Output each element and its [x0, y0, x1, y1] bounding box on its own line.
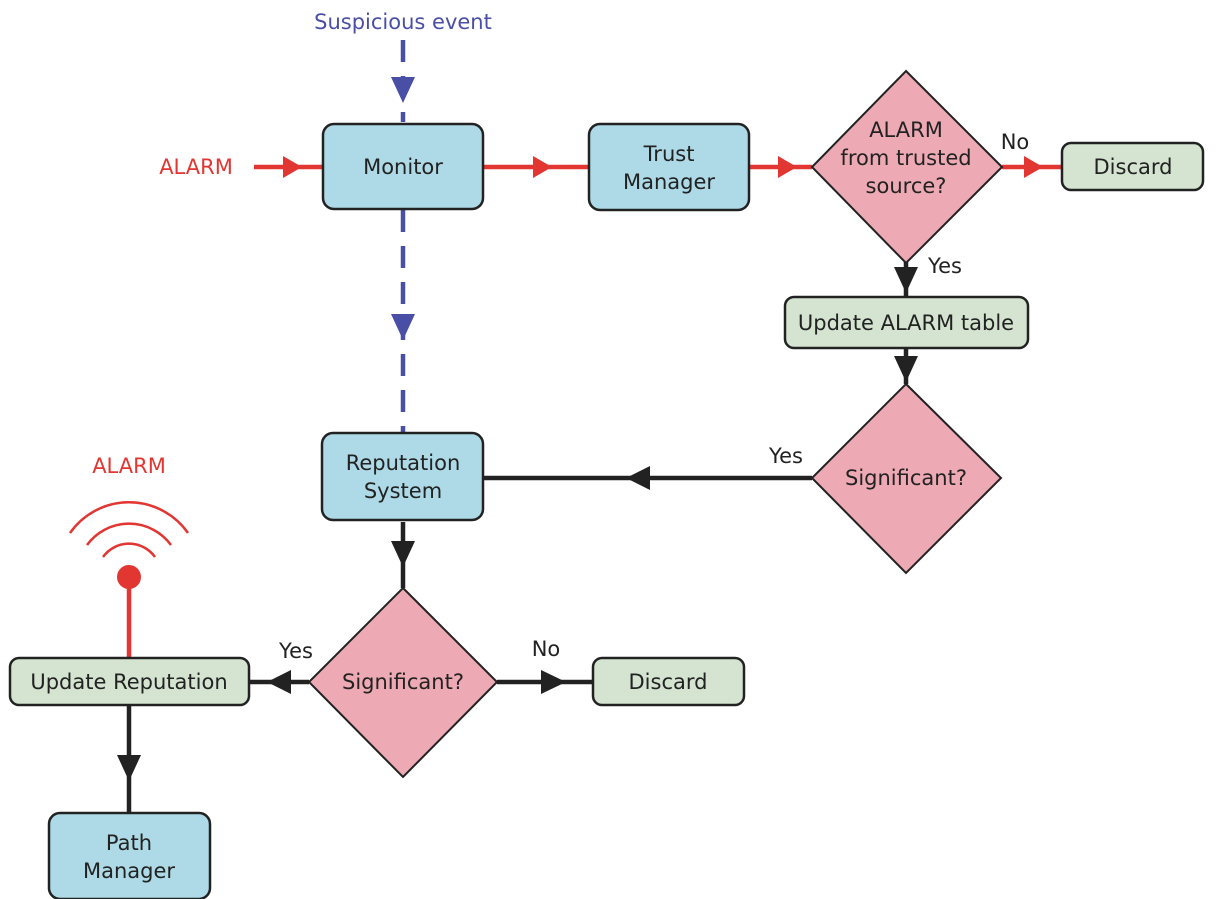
alarm-to-monitor-arrowhead	[283, 156, 302, 178]
significant-to-reputation-arrowhead	[626, 466, 650, 490]
alarm-wave-outer	[68, 501, 190, 534]
edge-label-significant2-yes: Yes	[278, 639, 313, 663]
alarm-beacon-icon	[68, 501, 190, 589]
reputation-system-node: Reputation System	[320, 431, 485, 522]
update-reputation-node: Update Reputation	[8, 656, 251, 707]
suspicious-event-label: Suspicious event	[314, 10, 492, 34]
decision-trusted-label-line3: source?	[866, 174, 947, 198]
monitor-label: Monitor	[363, 155, 443, 179]
discard-top-label: Discard	[1094, 155, 1173, 179]
monitor-node: Monitor	[321, 122, 485, 211]
decision-significant-1-label: Significant?	[845, 466, 967, 490]
path-manager-label-line1: Path	[106, 831, 152, 855]
update-reputation-label: Update Reputation	[30, 670, 227, 694]
path-manager-node: Path Manager	[47, 811, 212, 899]
reputation-system-label-line2: System	[364, 479, 442, 503]
update-alarm-table-label: Update ALARM table	[798, 311, 1014, 335]
decision-to-update-table-arrowhead	[894, 267, 918, 293]
alarm-beacon-dot	[117, 565, 141, 589]
edge-label-significant1-yes: Yes	[768, 444, 803, 468]
decision-significant-1-node: Significant?	[810, 382, 1003, 575]
update-reputation-to-path-arrowhead	[117, 755, 141, 781]
decision-to-discard-arrowhead	[1024, 156, 1043, 178]
significant2-to-update-reputation-arrowhead	[267, 670, 291, 694]
edge-label-significant2-no: No	[532, 637, 561, 661]
decision-significant-2-node: Significant?	[307, 586, 499, 779]
monitor-to-trust-arrowhead	[533, 156, 552, 178]
monitor-to-reputation-arrowhead	[391, 314, 415, 340]
update-table-to-significant-arrowhead	[894, 356, 918, 382]
edge-label-trusted-no: No	[1001, 130, 1030, 154]
alarm-beacon-label: ALARM	[92, 454, 166, 478]
decision-trusted-label-line2: from trusted	[840, 146, 971, 170]
event-to-monitor-arrowhead	[391, 77, 415, 103]
update-alarm-table-node: Update ALARM table	[783, 295, 1030, 350]
trust-to-decision-arrowhead	[778, 156, 797, 178]
alarm-wave-inner	[101, 542, 157, 558]
trust-manager-label-line1: Trust	[643, 142, 695, 166]
discard-bottom-node: Discard	[591, 656, 746, 707]
trust-manager-node: Trust Manager	[587, 122, 751, 212]
path-manager-label-line2: Manager	[83, 859, 175, 883]
discard-top-node: Discard	[1060, 141, 1205, 192]
trust-manager-label-line2: Manager	[623, 170, 715, 194]
significant2-to-discard-arrowhead	[541, 670, 566, 694]
decision-trusted-source-node: ALARM from trusted source?	[810, 69, 1004, 265]
alarm-input-label: ALARM	[159, 155, 233, 179]
reputation-system-label-line1: Reputation	[346, 451, 461, 475]
reputation-to-significant2-arrowhead	[391, 541, 415, 567]
discard-bottom-label: Discard	[629, 670, 708, 694]
edge-label-trusted-yes: Yes	[927, 254, 962, 278]
alarm-wave-middle	[85, 522, 173, 546]
decision-trusted-label-line1: ALARM	[869, 118, 943, 142]
decision-significant-2-label: Significant?	[342, 670, 464, 694]
